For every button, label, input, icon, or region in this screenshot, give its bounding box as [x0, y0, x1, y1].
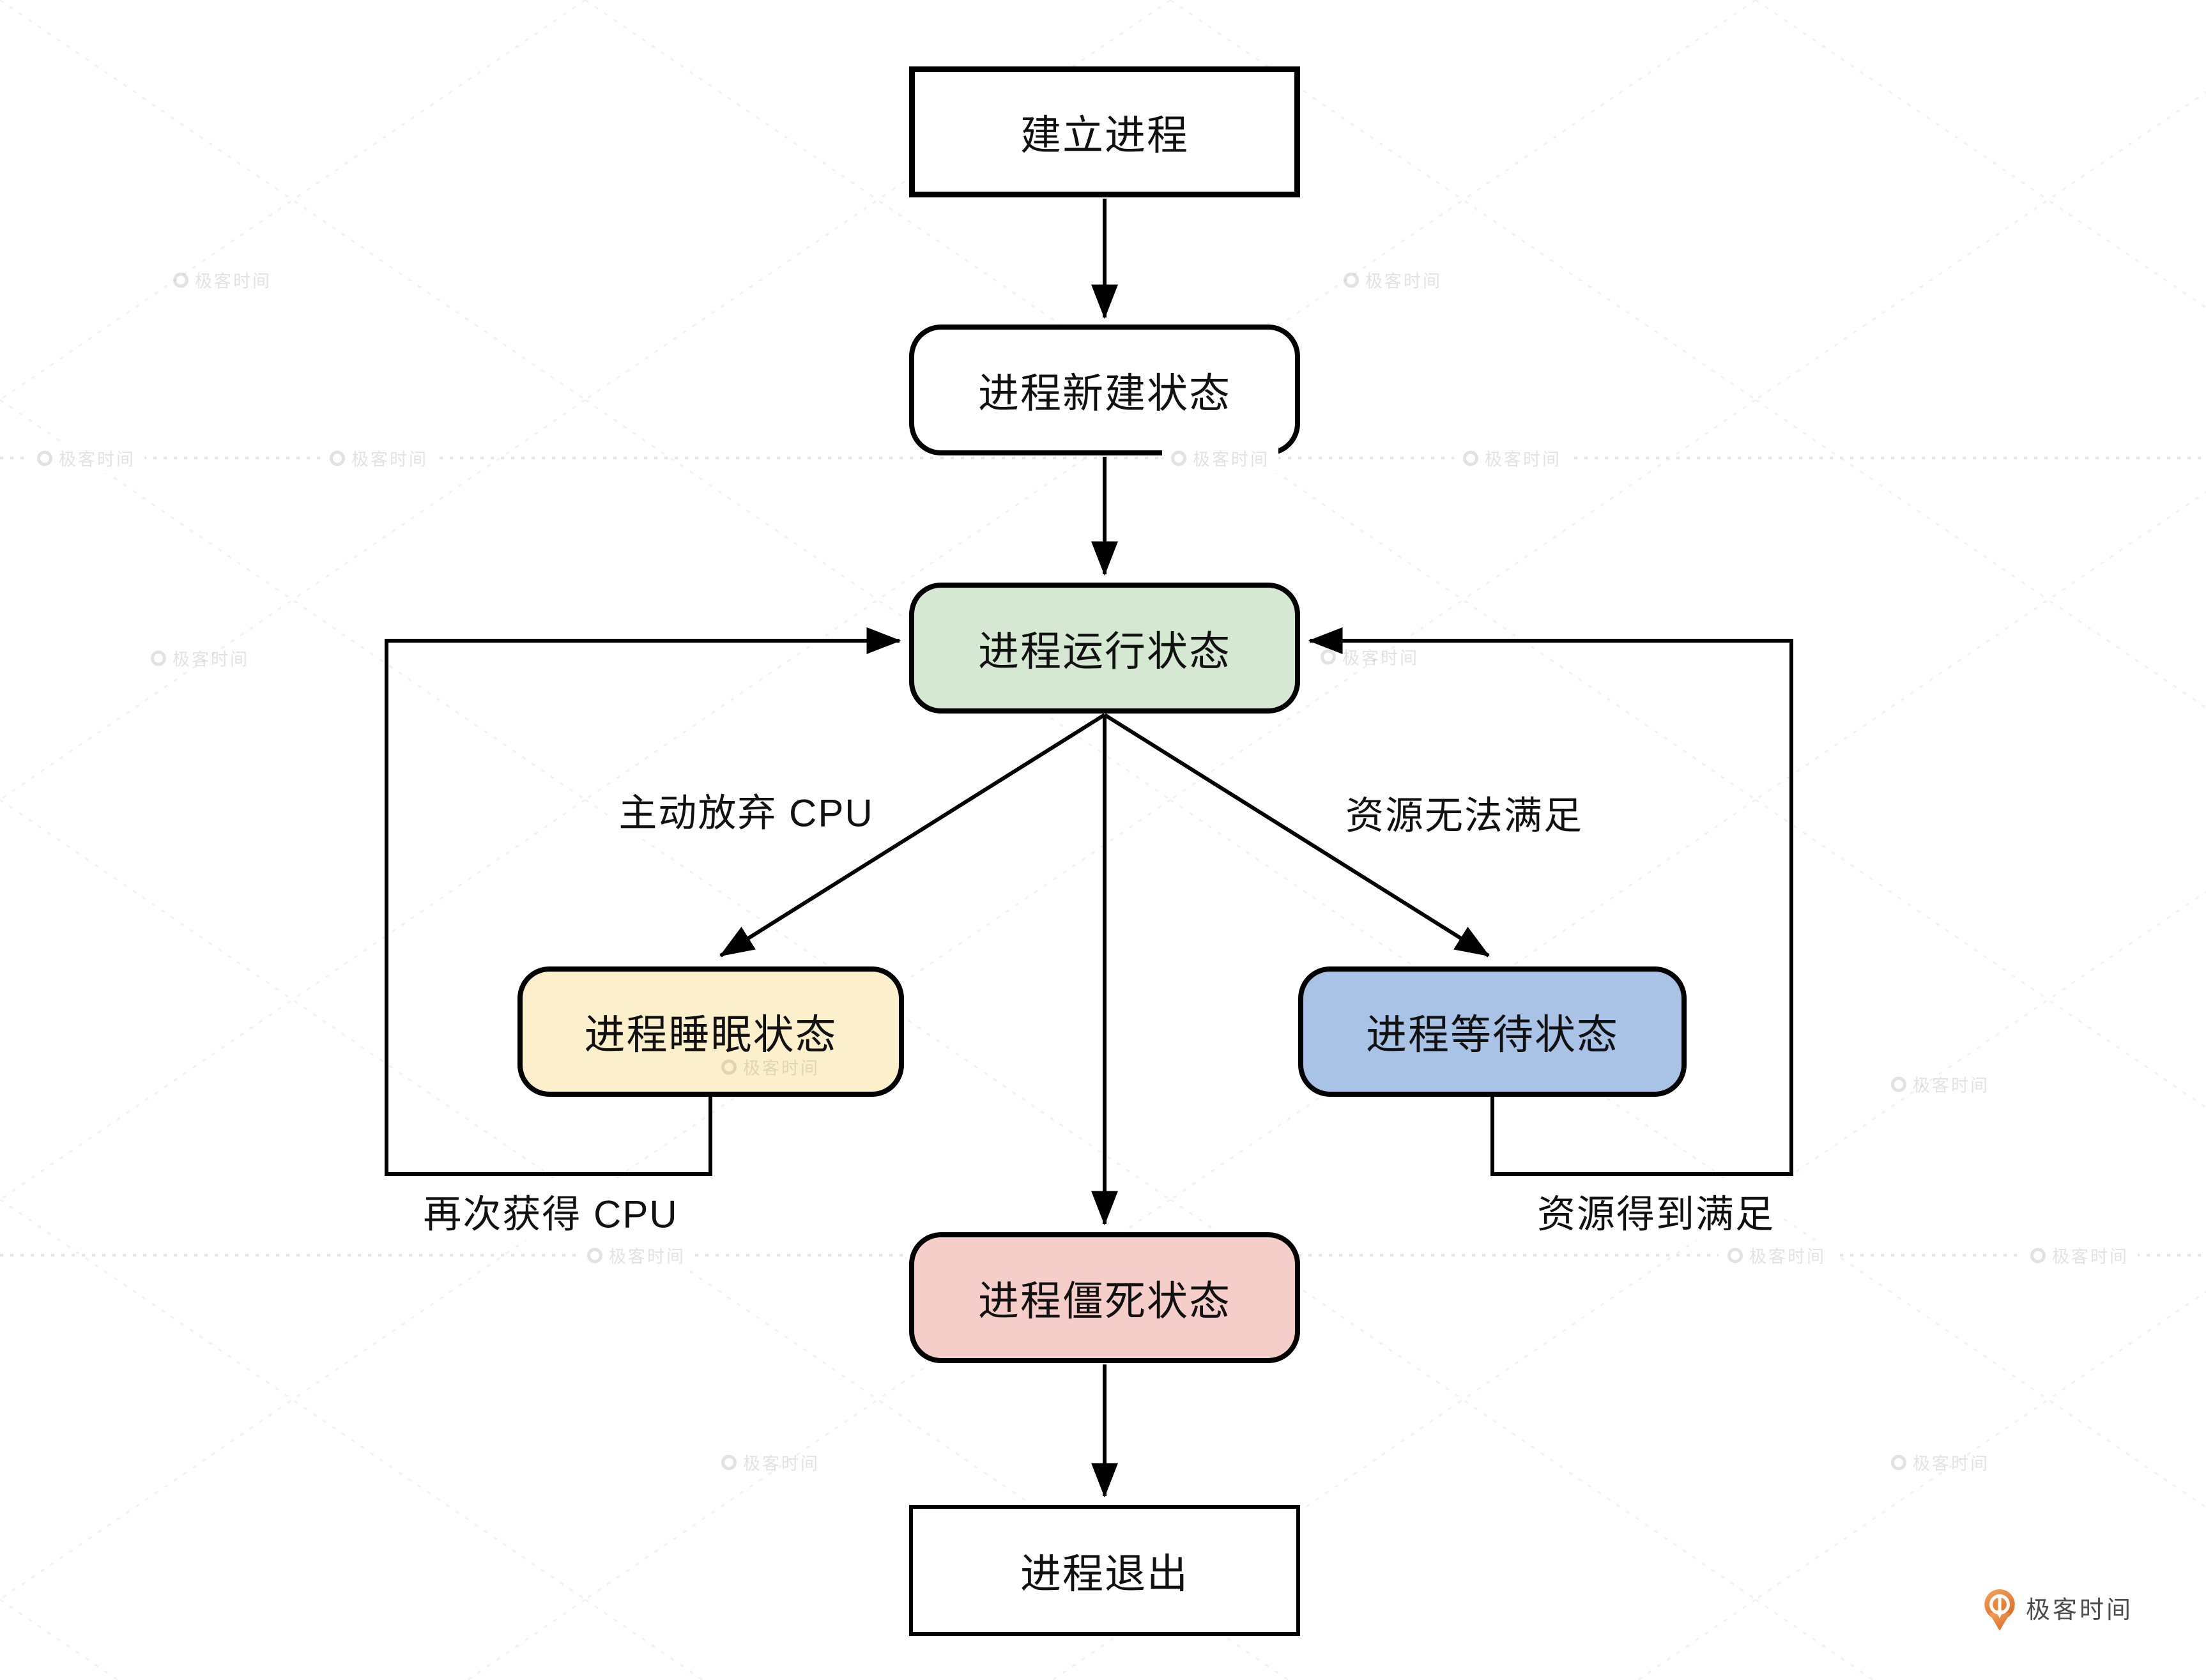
geektime-watermark-icon — [1344, 272, 1359, 287]
geektime-logo: 极客时间 — [1984, 1589, 2133, 1633]
geektime-watermark-icon — [721, 1059, 737, 1074]
watermark: 极客时间 — [1719, 1240, 1835, 1271]
watermark: 极客时间 — [1162, 443, 1278, 473]
node-running-state-label: 进程运行状态 — [978, 628, 1231, 675]
edge-running-to-wait — [1103, 713, 1490, 958]
node-exit-process: 进程退出 — [909, 1505, 1300, 1636]
node-wait-state-label: 进程等待状态 — [1366, 1012, 1619, 1058]
watermark: 极客时间 — [1321, 645, 1419, 669]
node-new-state-label: 进程新建状态 — [978, 370, 1231, 416]
edge-label-give-up-cpu: 主动放弃 CPU — [612, 781, 880, 839]
watermark: 极客时间 — [1891, 1450, 1989, 1475]
node-create-process: 建立进程 — [909, 66, 1300, 197]
watermark: 极客时间 — [1891, 1072, 1989, 1097]
geektime-watermark-icon — [37, 450, 52, 466]
geektime-watermark-icon — [1891, 1455, 1906, 1470]
geektime-logo-text: 极客时间 — [2026, 1596, 2134, 1624]
edge-label-regain-cpu: 再次获得 CPU — [417, 1182, 685, 1241]
edge-running-to-sleep — [719, 713, 1106, 958]
watermark: 极客时间 — [1454, 443, 1570, 473]
watermark: 极客时间 — [721, 1055, 820, 1080]
watermark: 极客时间 — [1344, 268, 1442, 293]
edge-sleep-to-running — [385, 627, 901, 1176]
watermark: 极客时间 — [578, 1240, 694, 1271]
node-zombie-state-label: 进程僵死状态 — [978, 1278, 1231, 1324]
geektime-watermark-icon — [1727, 1248, 1743, 1263]
node-sleep-state: 进程睡眠状态 — [517, 966, 904, 1097]
watermark: 极客时间 — [28, 443, 144, 473]
node-wait-state: 进程等待状态 — [1298, 966, 1687, 1097]
geektime-watermark-icon — [1171, 450, 1186, 466]
geektime-watermark-icon — [2030, 1248, 2046, 1263]
node-create-process-label: 建立进程 — [1020, 112, 1189, 158]
geektime-watermark-icon — [173, 272, 188, 287]
node-sleep-state-label: 进程睡眠状态 — [584, 1012, 838, 1058]
edge-label-resource-unmet: 资源无法满足 — [1339, 783, 1589, 842]
edge-wait-to-running — [1308, 627, 1793, 1176]
watermark: 极客时间 — [151, 646, 249, 671]
watermark: 极客时间 — [721, 1450, 820, 1475]
node-zombie-state: 进程僵死状态 — [909, 1232, 1300, 1363]
node-exit-process-label: 进程退出 — [1020, 1550, 1189, 1597]
geektime-logo-icon — [1984, 1589, 2015, 1631]
watermark: 极客时间 — [321, 443, 437, 473]
geektime-watermark-icon — [151, 650, 166, 666]
watermark: 极客时间 — [2021, 1240, 2138, 1271]
geektime-watermark-icon — [1463, 450, 1478, 466]
geektime-watermark-icon — [1891, 1076, 1906, 1092]
edge-label-resource-met: 资源得到满足 — [1531, 1182, 1781, 1241]
connectors — [385, 199, 1793, 1498]
node-running-state: 进程运行状态 — [909, 583, 1300, 714]
geektime-watermark-icon — [330, 450, 345, 466]
node-new-state: 进程新建状态 — [909, 325, 1300, 455]
watermark: 极客时间 — [173, 268, 272, 293]
geektime-watermark-icon — [1321, 649, 1336, 664]
geektime-watermark-icon — [587, 1248, 602, 1263]
geektime-watermark-icon — [721, 1455, 737, 1470]
